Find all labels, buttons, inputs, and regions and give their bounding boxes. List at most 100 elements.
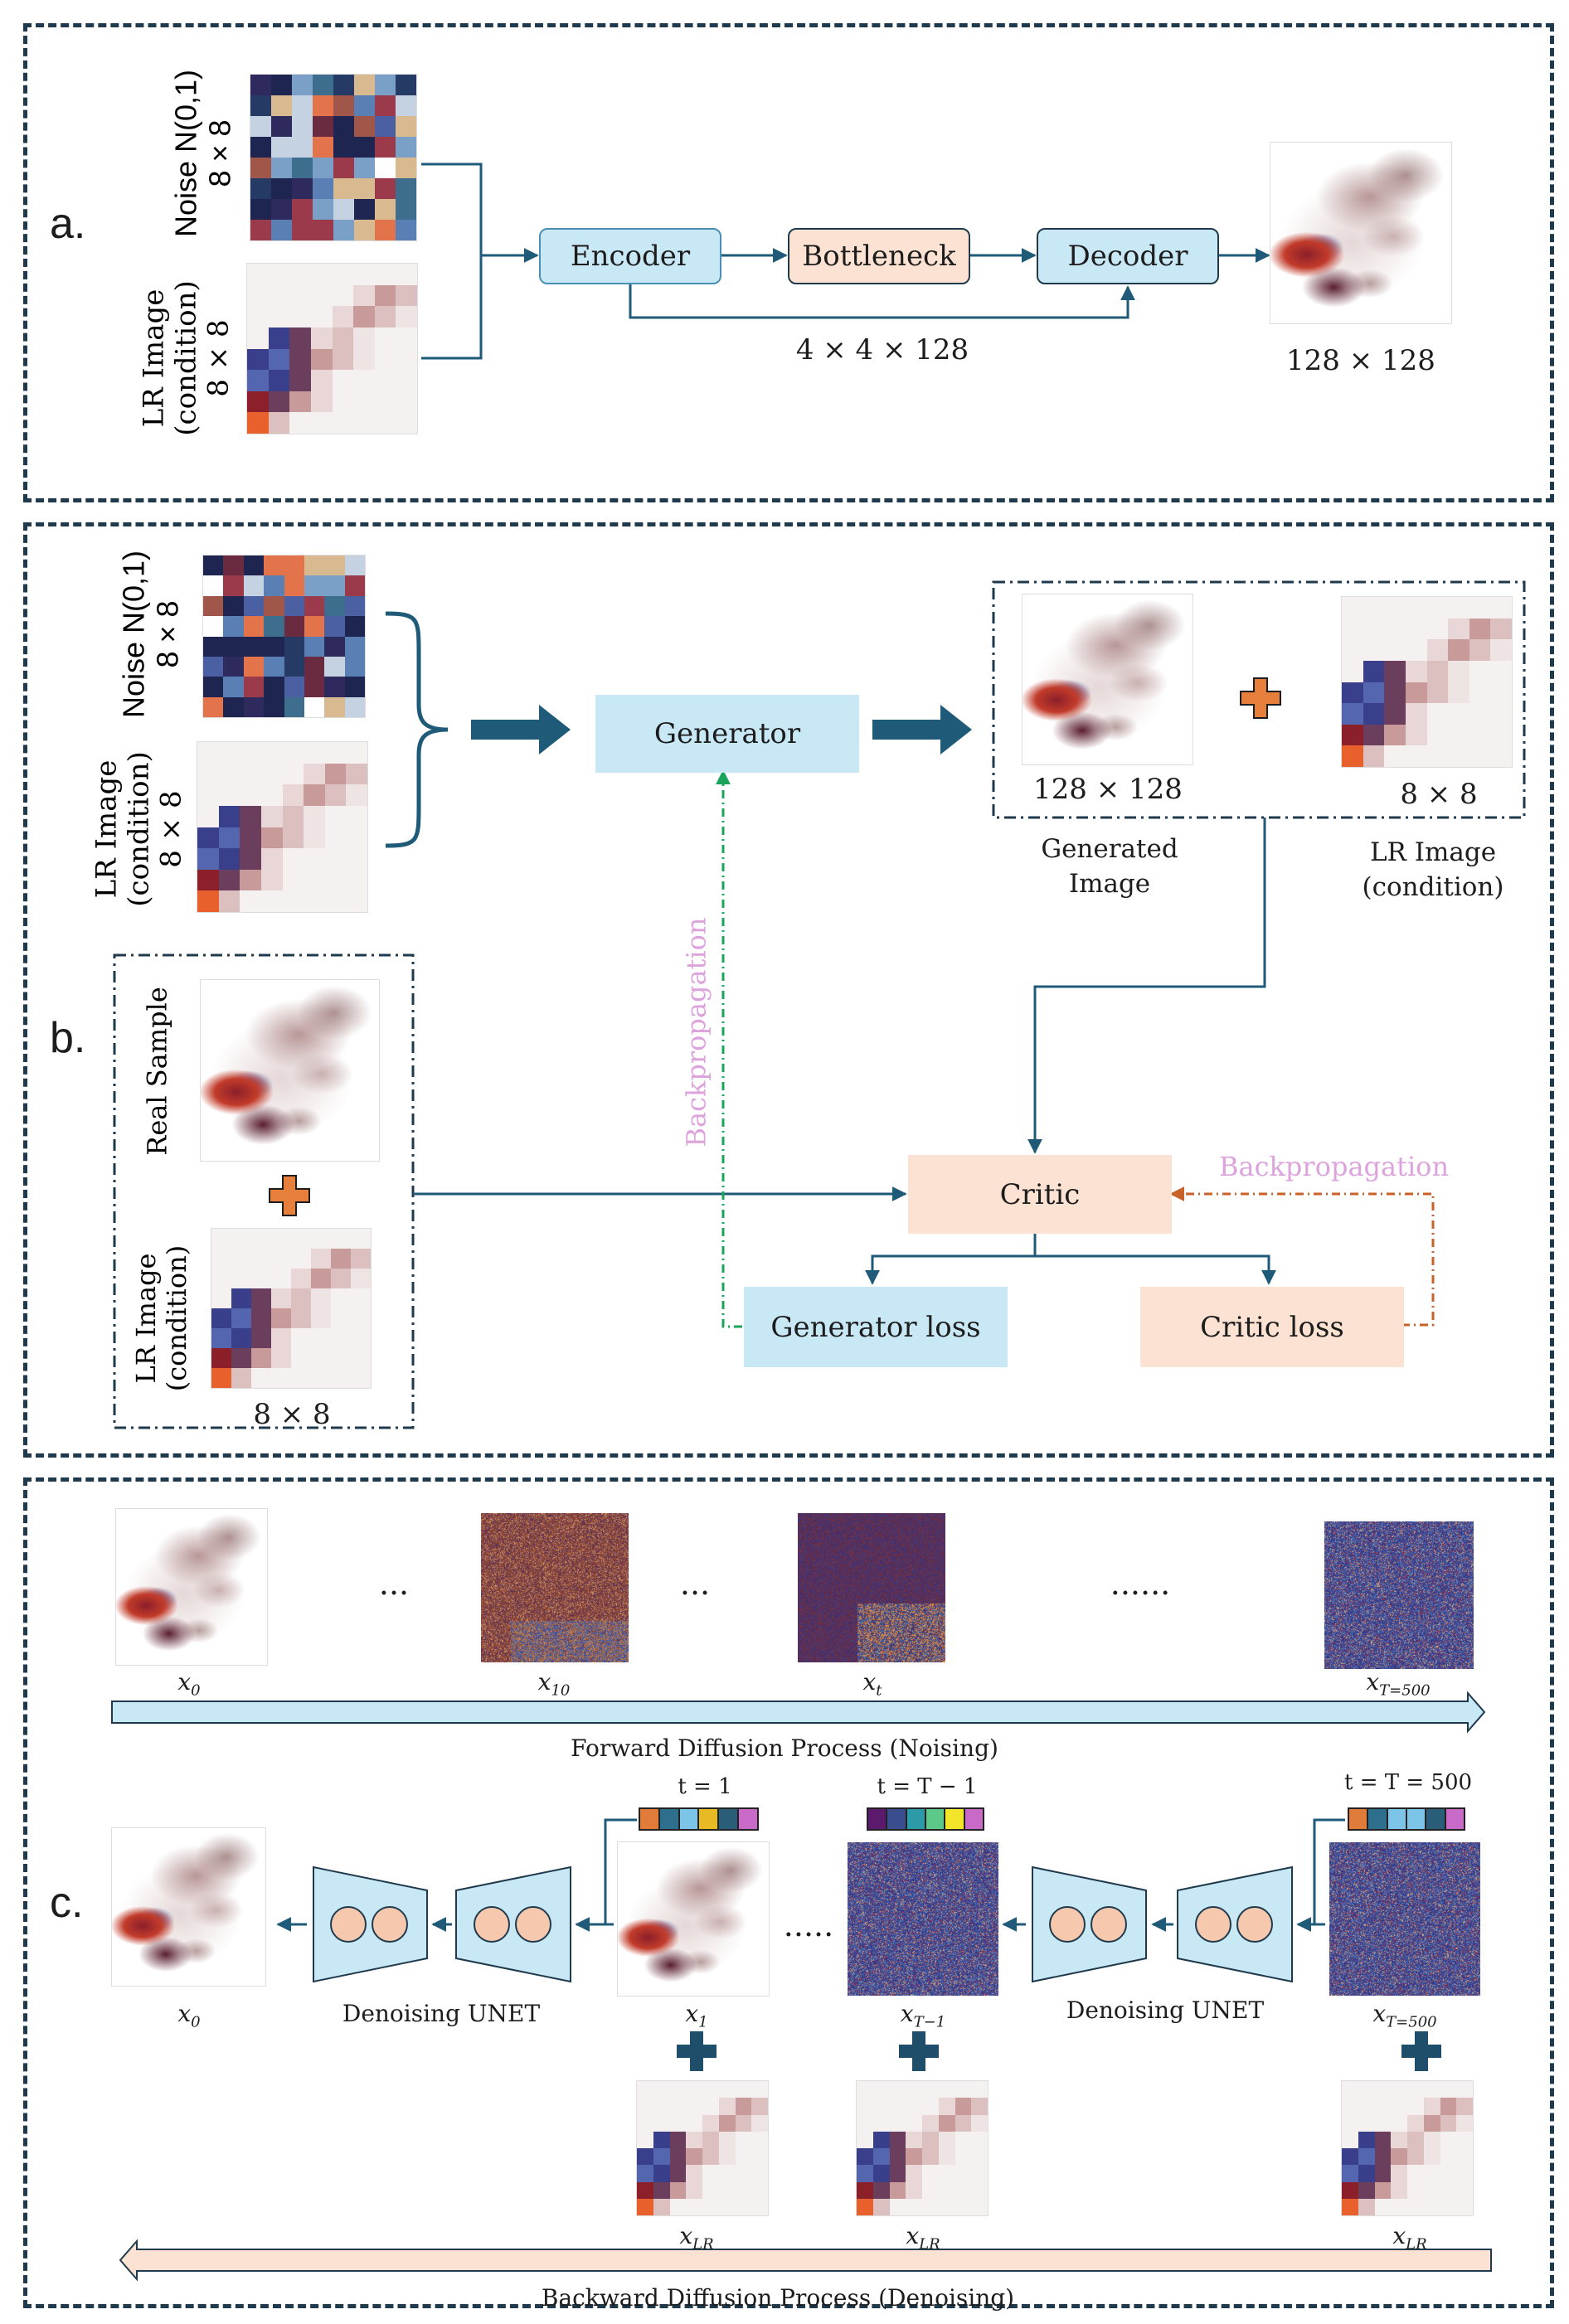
pixel-cell (1440, 2131, 1457, 2148)
pixel-cell (231, 1328, 251, 1348)
c-fwd-xT-var: x (1366, 1668, 1380, 1696)
pixel-cell (1426, 618, 1449, 640)
c-bwd-xT-var: x (1372, 2000, 1387, 2027)
pixel-cell (223, 696, 244, 717)
a-output-image (1270, 143, 1451, 323)
embedding-cell (1426, 1809, 1446, 1829)
c-tT500-label: t = T = 500 (1343, 1770, 1473, 1795)
embedding-cell (699, 1809, 720, 1829)
pixel-cell (1342, 2098, 1358, 2115)
pixel-cell (211, 1249, 231, 1269)
b-critic-loss-box: Critic loss (1140, 1287, 1404, 1367)
pixel-cell (304, 636, 325, 657)
embedding-cell (906, 1809, 926, 1829)
a-lr-label: LR Image (condition) 8 × 8 (137, 280, 236, 435)
c-bwd-x0-var: x (177, 2000, 192, 2027)
c-fwd-x0-label: x0 (177, 1668, 200, 1700)
panel-b-label: b. (50, 1014, 86, 1062)
pixel-cell (333, 116, 354, 137)
pixel-cell (938, 2148, 955, 2166)
pixel-cell (374, 264, 396, 285)
pixel-cell (396, 199, 416, 220)
pixel-cell (354, 199, 375, 220)
pixel-cell (344, 656, 365, 677)
panel-a-frame (23, 23, 1554, 502)
pixel-cell (1363, 618, 1385, 640)
pixel-cell (1405, 703, 1427, 725)
pixel-cell (1490, 745, 1512, 767)
pixel-cell (346, 848, 367, 870)
pixel-cell (271, 178, 292, 199)
pixel-cell (971, 2081, 988, 2098)
pixel-cell (922, 2198, 939, 2215)
pixel-cell (353, 264, 375, 285)
pixel-cell (1456, 2198, 1473, 2215)
b-gen-label-2: Image (1068, 868, 1151, 899)
b-gen-label: Generated Image (1041, 832, 1178, 902)
pixel-cell (353, 284, 375, 307)
pixel-cell (250, 158, 271, 178)
panel-a-label: a. (50, 200, 86, 248)
pixel-cell (291, 1229, 311, 1249)
pixel-cell (271, 1269, 291, 1288)
pixel-cell (251, 1249, 271, 1269)
c-xlr-label-2: xLR (906, 2222, 940, 2254)
pixel-cell (203, 556, 224, 576)
b-gen-backprop-line (716, 769, 742, 1328)
pixel-cell (354, 178, 375, 199)
pixel-cell (637, 2131, 653, 2148)
pixel-cell (1423, 2114, 1440, 2132)
c-forward-arrow (111, 1691, 1486, 1734)
pixel-cell (396, 137, 416, 158)
pixel-cell (289, 284, 311, 307)
pixel-cell (223, 556, 244, 576)
pixel-cell (857, 2148, 873, 2166)
pixel-cell (1407, 2198, 1424, 2215)
pixel-cell (333, 158, 354, 178)
pixel-cell (324, 696, 345, 717)
pixel-cell (231, 1368, 251, 1388)
pixel-cell (1426, 639, 1449, 661)
pixel-cell (260, 848, 283, 870)
pixel-cell (311, 1368, 331, 1388)
b-critic-split-2 (1035, 1254, 1276, 1285)
pixel-cell (331, 1249, 351, 1269)
c-bwd-xT1-label: xT−1 (901, 2000, 945, 2031)
pixel-cell (1469, 724, 1491, 746)
c-fwd-xT-label: xT=500 (1366, 1668, 1430, 1700)
pixel-cell (1384, 724, 1406, 746)
pixel-cell (289, 264, 311, 285)
pixel-cell (271, 1348, 291, 1368)
pixel-cell (1384, 745, 1406, 767)
pixel-cell (284, 595, 304, 617)
pixel-cell (718, 2114, 736, 2132)
pixel-cell (324, 556, 345, 576)
pixel-cell (1440, 2181, 1457, 2199)
c-xlr-sub-2: LR (919, 2235, 940, 2254)
pixel-cell (906, 2198, 922, 2215)
pixel-cell (251, 1308, 271, 1328)
panel-c-label: c. (50, 1879, 84, 1927)
pixel-cell (247, 284, 269, 307)
pixel-cell (396, 158, 416, 178)
pixel-cell (1342, 2165, 1358, 2182)
pixel-cell (396, 306, 417, 327)
pixel-cell (324, 677, 345, 697)
a-bottleneck-box: Bottleneck (788, 228, 970, 284)
pixel-cell (375, 137, 396, 158)
pixel-cell (1456, 2148, 1473, 2166)
pixel-cell (203, 677, 224, 697)
pixel-cell (396, 116, 416, 137)
pixel-cell (686, 2131, 702, 2148)
c-bwd-x1-sub: 1 (698, 2013, 708, 2031)
pixel-cell (1440, 2165, 1457, 2182)
a-noise-grid (250, 75, 416, 240)
a-lr-size-text: 8 × 8 (202, 319, 236, 397)
pixel-cell (284, 656, 304, 677)
c-forward-label: Forward Diffusion Process (Noising) (571, 1735, 998, 1762)
b-critic-split (865, 1234, 1037, 1285)
a-lr-label-text: LR Image (137, 289, 171, 428)
a-decoder-box: Decoder (1037, 228, 1219, 284)
pixel-cell (324, 827, 347, 849)
